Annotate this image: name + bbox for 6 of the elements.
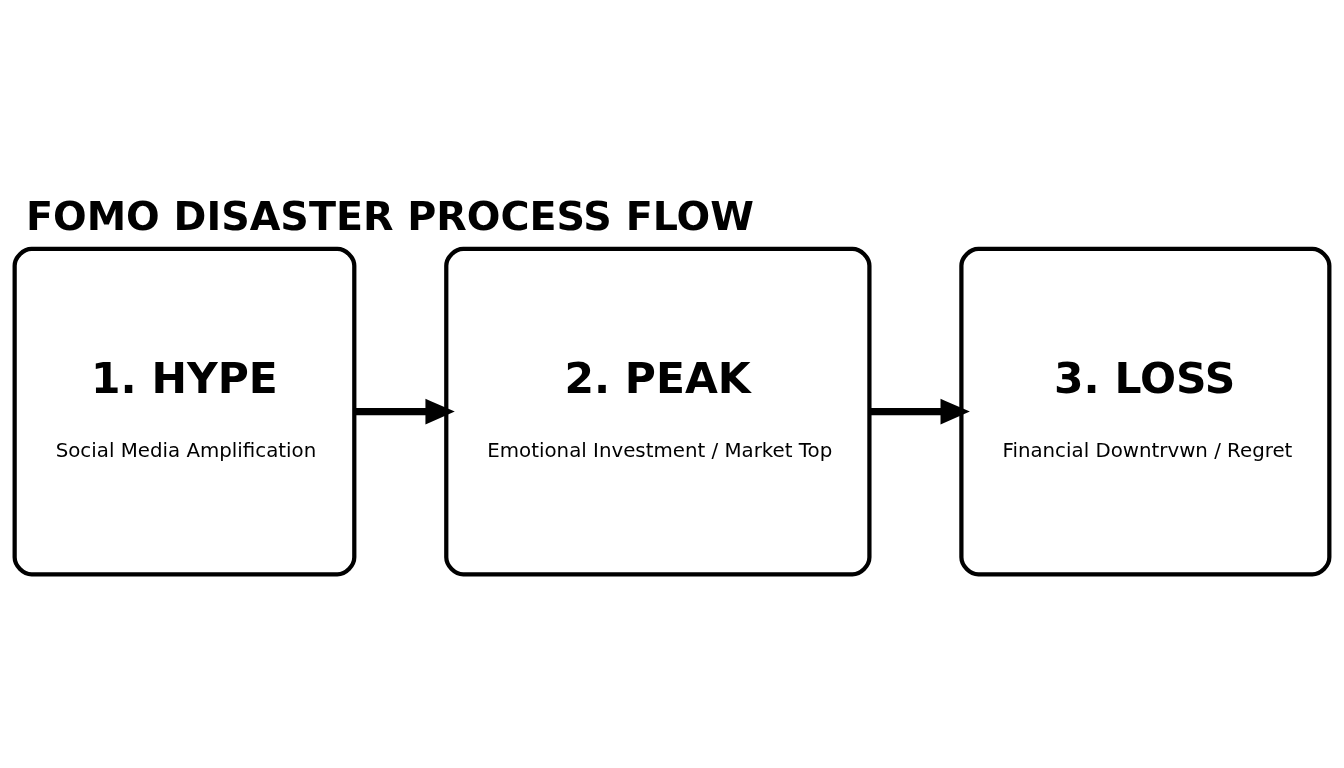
node-box: 1. HYPE Social Media Amplification (12, 246, 357, 577)
diagram-title: FOMO DISASTER PROCESS FLOW (25, 192, 754, 239)
node-box: 3. LOSS Financial Downtrvwn / Regret (959, 246, 1332, 577)
node-box: 2. PEAK Emotional Investment / Market Top (444, 246, 872, 577)
arrow (869, 398, 970, 425)
arrow (354, 398, 455, 425)
